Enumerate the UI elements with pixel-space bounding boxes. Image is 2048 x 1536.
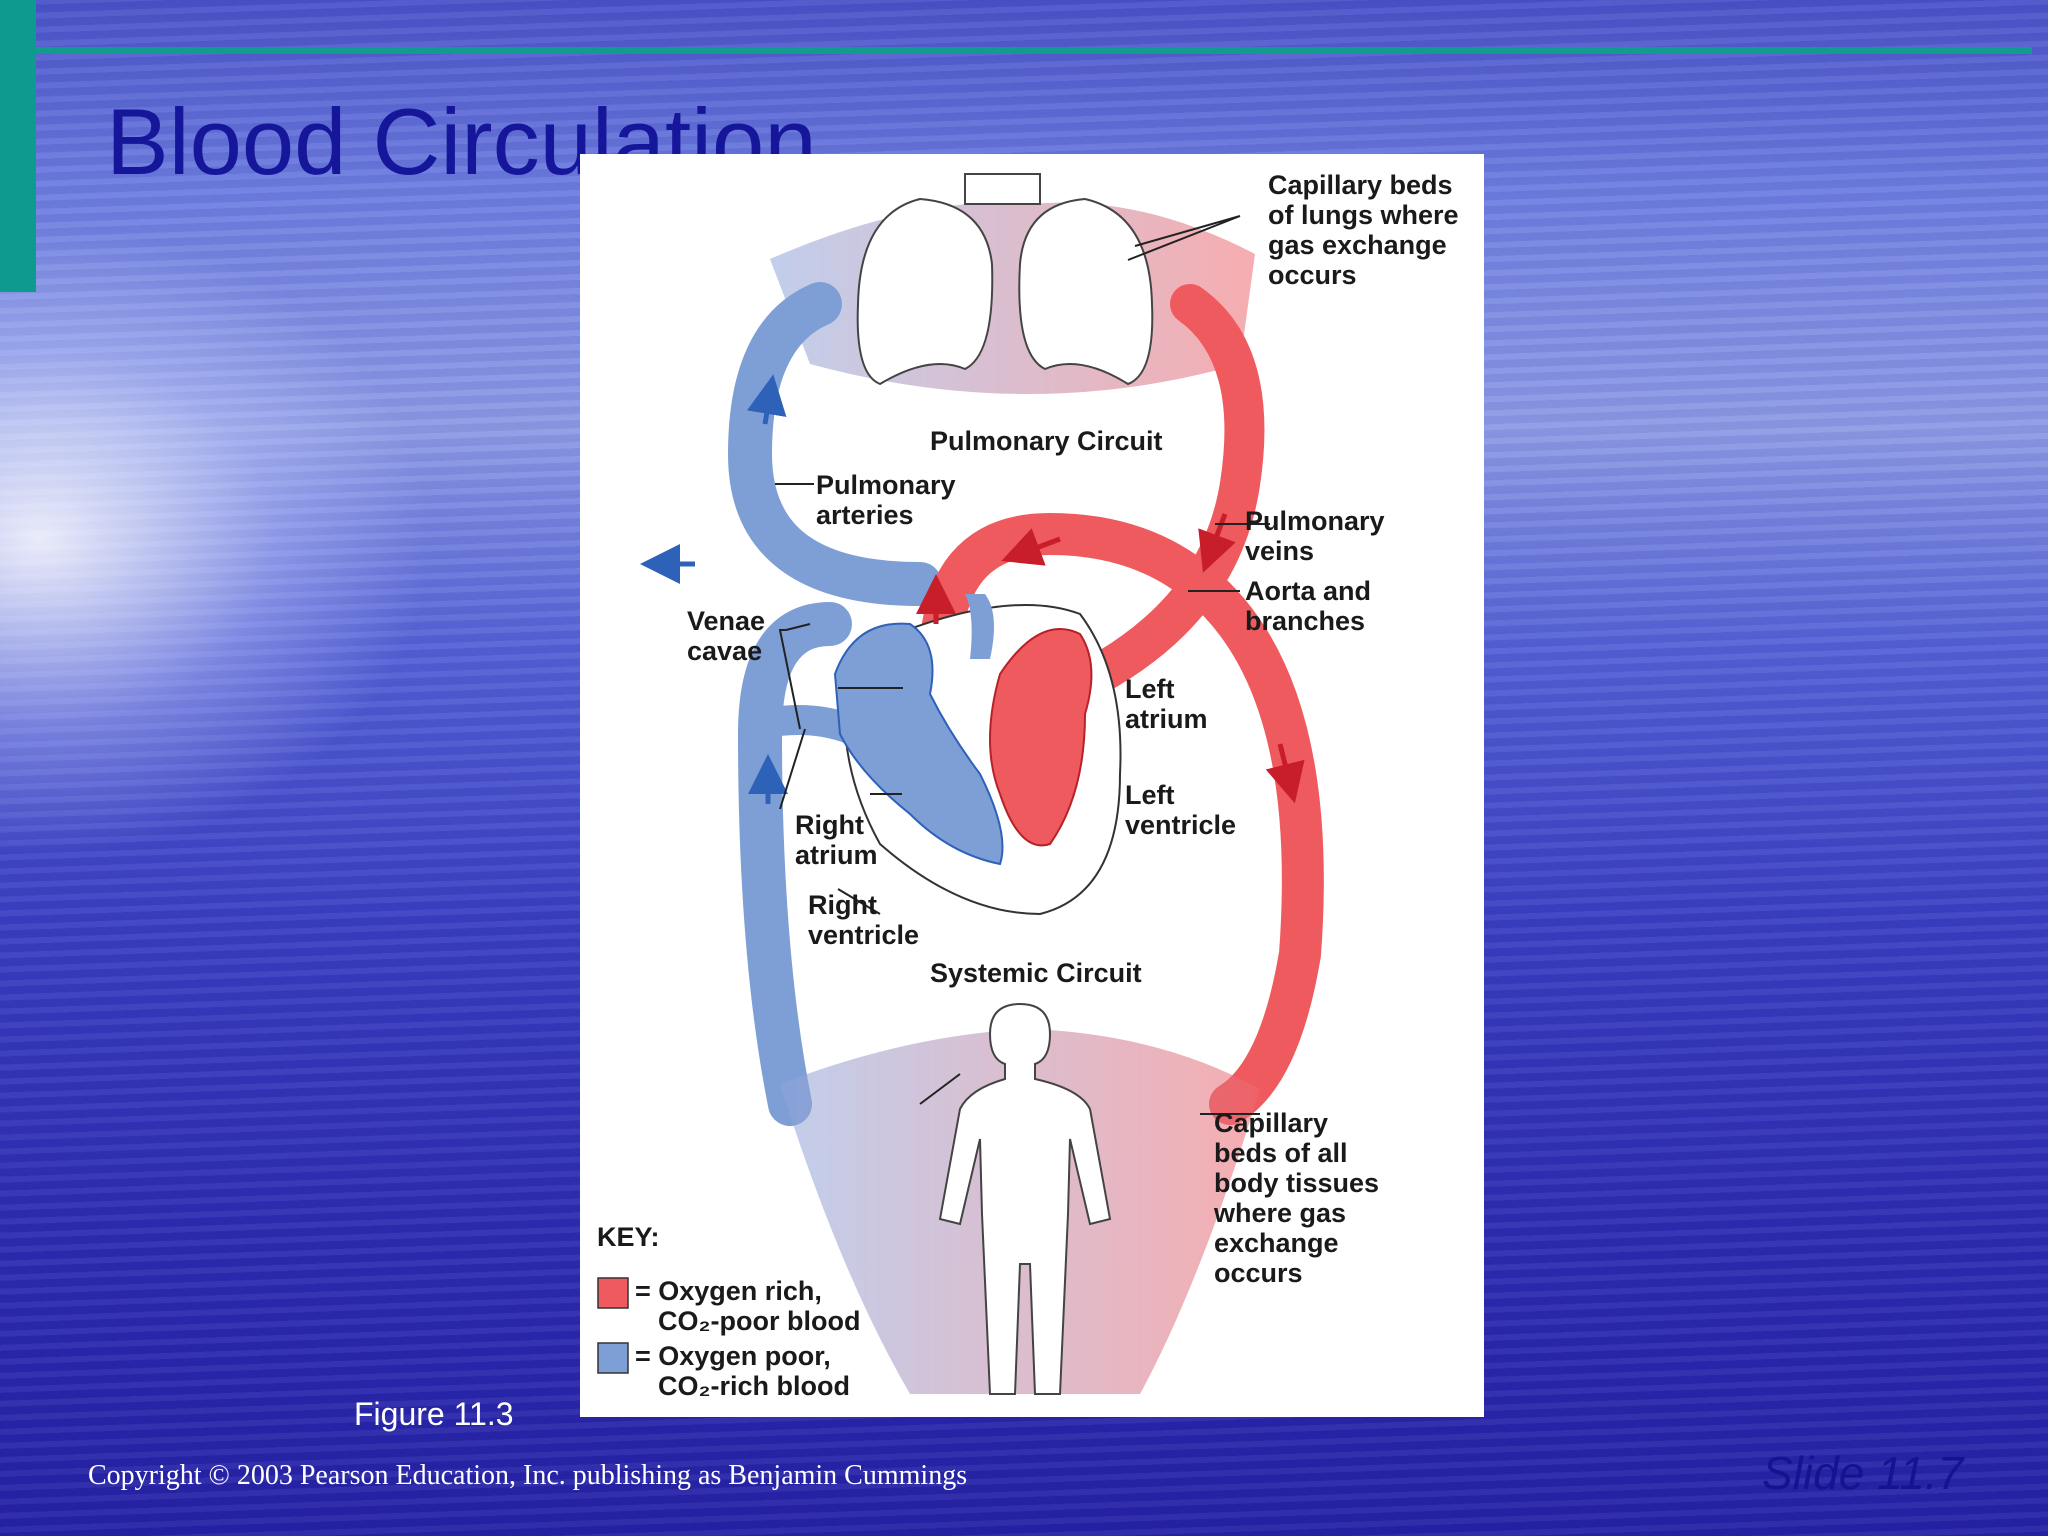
lungs-illustration: [856, 173, 1154, 386]
key-title: KEY:: [597, 1222, 660, 1252]
label-capillary-body: Capillary beds of all body tissues where…: [1213, 1108, 1387, 1288]
label-pulmonary-circuit: Pulmonary Circuit: [930, 426, 1163, 456]
right-heart-chambers: [833, 622, 1004, 866]
label-aorta: Aorta and branches: [1245, 576, 1379, 636]
circulation-figure: Capillary beds of lungs where gas exchan…: [580, 154, 1484, 1417]
accent-sidebar-bar: [0, 0, 36, 292]
label-right-ventricle: Right ventricle: [808, 890, 919, 950]
leader-lines: [775, 215, 1270, 1115]
pulmonary-trunk: [965, 594, 994, 659]
diagram-key: KEY: = Oxygen rich, CO₂-poor blood = Oxy…: [597, 1222, 860, 1401]
label-systemic-circuit: Systemic Circuit: [930, 958, 1142, 988]
label-capillary-lungs: Capillary beds of lungs where gas exchan…: [1268, 170, 1466, 290]
human-figure: [938, 1002, 1112, 1395]
label-right-atrium: Right atrium: [795, 810, 878, 870]
slide-number: Slide 11.7: [1762, 1447, 1964, 1499]
key-oxygen-poor-label: = Oxygen poor, CO₂-rich blood: [635, 1341, 850, 1401]
aorta-vessel: [919, 512, 1324, 1125]
key-oxygen-rich-label: = Oxygen rich, CO₂-poor blood: [635, 1276, 860, 1336]
label-left-atrium: Left atrium: [1125, 674, 1208, 734]
figure-caption: Figure 11.3: [354, 1396, 514, 1432]
flow-arrows: [640, 374, 1305, 804]
pulmonary-veins-vessel: [1060, 284, 1265, 704]
title-rule: [36, 47, 2032, 54]
label-pulmonary-veins: Pulmonary veins: [1245, 506, 1392, 566]
key-swatch-oxygen-rich: [597, 1277, 629, 1309]
key-swatch-oxygen-poor: [597, 1342, 629, 1374]
left-heart-chambers: [989, 628, 1093, 847]
circulation-diagram: Capillary beds of lungs where gas exchan…: [597, 170, 1466, 1401]
label-left-ventricle: Left ventricle: [1125, 780, 1236, 840]
copyright-notice: Copyright © 2003 Pearson Education, Inc.…: [88, 1460, 968, 1491]
label-venae-cavae: Venae cavae: [687, 606, 773, 666]
label-pulmonary-arteries: Pulmonary arteries: [816, 470, 963, 530]
venae-cavae-branch: [745, 705, 865, 744]
pulmonary-arteries-vessel: [727, 282, 942, 606]
